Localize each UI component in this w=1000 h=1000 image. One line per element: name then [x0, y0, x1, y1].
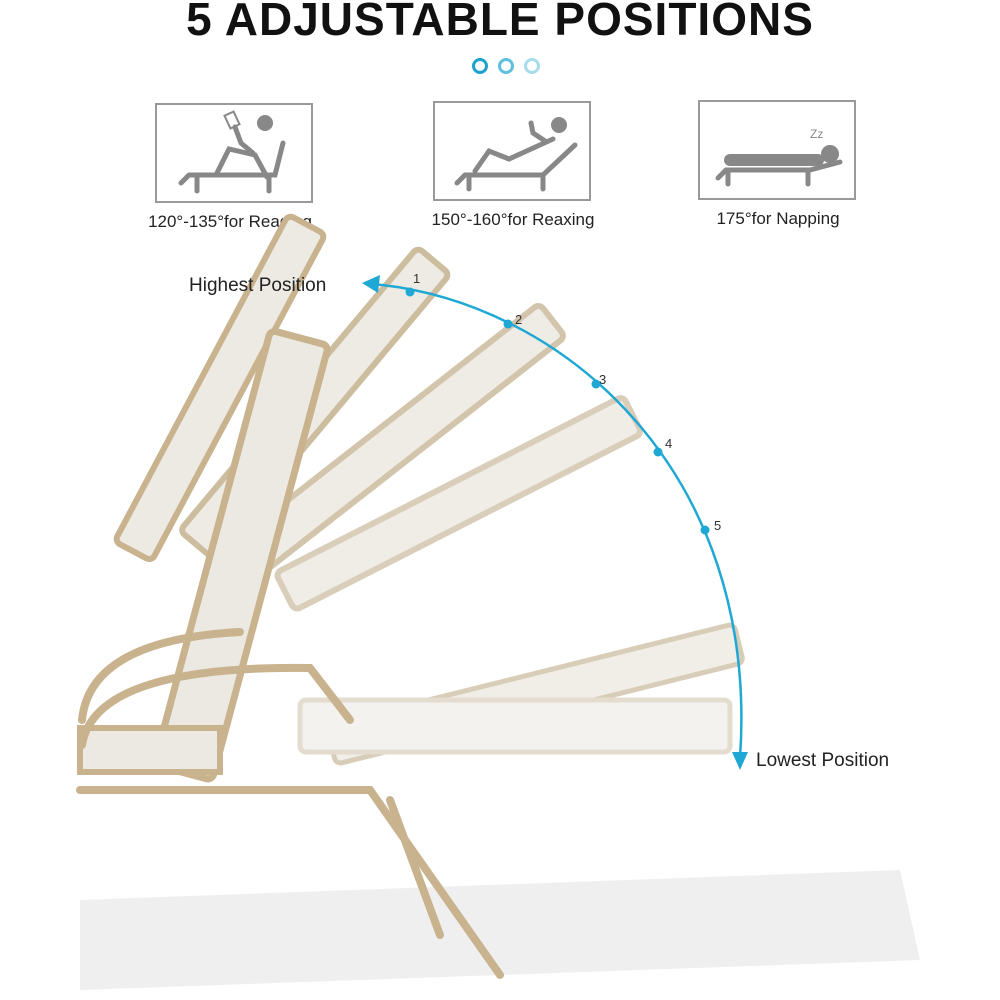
arrow-down-icon: [732, 752, 748, 770]
position-marker: [503, 319, 513, 329]
pager-dots: [472, 58, 540, 74]
arrow-up-icon: [362, 275, 380, 293]
pager-dot: [524, 58, 540, 74]
position-number: 4: [665, 436, 672, 451]
napping-person-icon: Zz: [698, 100, 856, 200]
reading-person-icon: [155, 103, 313, 203]
position-marker: [591, 379, 601, 389]
pager-dot: [498, 58, 514, 74]
mode-caption: 150°-160°for Reaxing: [431, 210, 595, 229]
position-marker: [653, 447, 663, 457]
pager-dot: [472, 58, 488, 74]
position-number: 5: [714, 518, 721, 533]
lowest-position-label: Lowest Position: [756, 750, 890, 771]
highest-position-label: Highest Position: [189, 275, 327, 296]
mode-caption: 120°-135°for Reading: [148, 212, 312, 231]
position-marker: [405, 287, 415, 297]
position-arc: [371, 282, 743, 759]
position-number: 3: [599, 372, 606, 387]
relaxing-person-icon: [433, 101, 591, 201]
backrest-positions: [113, 213, 745, 783]
position-number: 1: [413, 271, 420, 286]
position-marker: [700, 525, 710, 535]
position-number: 2: [515, 312, 522, 327]
mode-caption: 175°for Napping: [716, 209, 840, 228]
sleep-text: Zz: [810, 127, 823, 141]
page-title: 5 ADJUSTABLE POSITIONS: [186, 0, 814, 45]
